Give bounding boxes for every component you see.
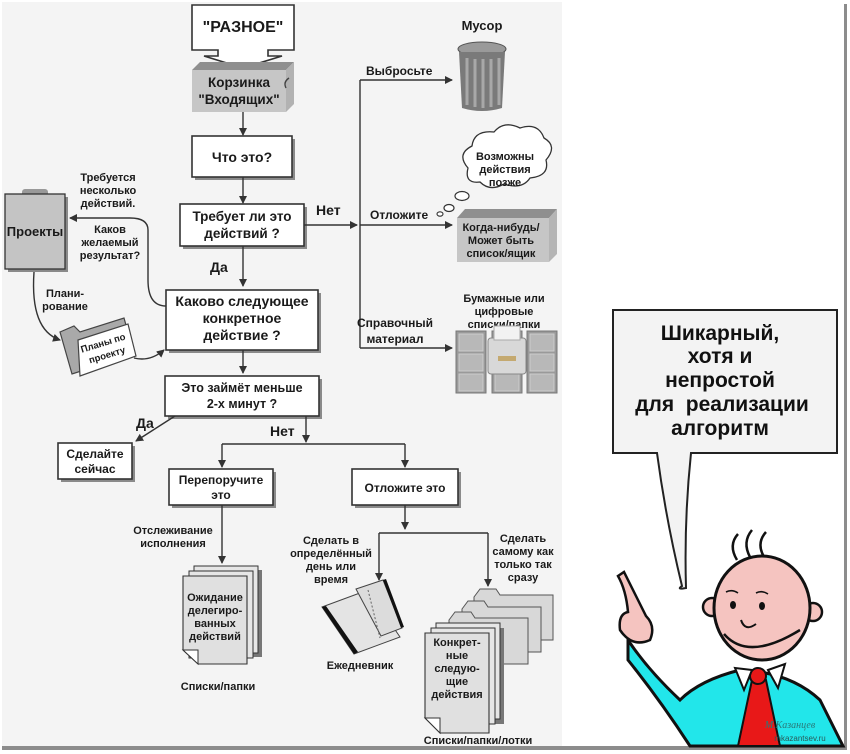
svg-text:Перепоручите: Перепоручите (179, 473, 264, 487)
svg-text:время: время (314, 574, 348, 586)
signature: М.Казанцев (764, 720, 816, 731)
svg-text:Отслеживание: Отслеживание (133, 525, 213, 537)
svg-text:действий.: действий. (81, 198, 136, 210)
svg-text:Бумажные или: Бумажные или (463, 293, 544, 305)
svg-text:хотя и: хотя и (688, 345, 753, 368)
svg-text:Конкрет-: Конкрет- (433, 637, 481, 649)
svg-text:Проекты: Проекты (7, 224, 63, 239)
svg-text:это: это (211, 488, 231, 502)
svg-text:действия: действия (431, 689, 482, 701)
svg-text:сейчас: сейчас (74, 462, 115, 476)
svg-text:Сделайте: Сделайте (66, 447, 124, 461)
svg-text:цифровые: цифровые (475, 306, 534, 318)
svg-text:2-х минут ?: 2-х минут ? (207, 397, 277, 411)
frame-shadow-bottom (2, 746, 844, 750)
svg-text:Может быть: Может быть (468, 235, 534, 247)
planner-caption: Ежедневник (327, 660, 394, 672)
svg-text:алгоритм: алгоритм (671, 417, 769, 440)
svg-text:Требуется: Требуется (80, 172, 135, 184)
two-minute-box: Это займёт меньше 2-х минут ? (164, 375, 322, 419)
svg-text:Когда-нибудь/: Когда-нибудь/ (462, 222, 539, 234)
svg-text:действий ?: действий ? (204, 226, 279, 241)
do-it-now-box: Сделайте сейчас (57, 442, 135, 482)
defer-box: Отложите это (351, 468, 461, 508)
waiting-caption: Списки/папки (181, 681, 255, 693)
svg-text:исполнения: исполнения (140, 538, 206, 550)
svg-text:Нет: Нет (270, 423, 295, 439)
svg-text:Шикарный,: Шикарный, (661, 322, 779, 345)
svg-text:действие ?: действие ? (203, 327, 280, 343)
trash-label: Мусор (462, 18, 503, 33)
svg-text:конкретное: конкретное (203, 310, 282, 326)
thought-cloud: Возможны действия позже (436, 124, 553, 217)
cartoon-man (616, 529, 846, 748)
svg-text:материал: материал (367, 332, 424, 346)
svg-text:списки/папки: списки/папки (468, 319, 541, 331)
svg-text:Да: Да (136, 415, 154, 431)
svg-text:Отложите это: Отложите это (365, 481, 446, 495)
svg-text:Каково следующее: Каково следующее (175, 293, 308, 309)
svg-text:определённый: определённый (290, 548, 372, 560)
svg-text:Корзинка: Корзинка (208, 75, 270, 90)
next-action-box: Каково следующее конкретное действие ? (165, 289, 321, 353)
svg-text:действия: действия (479, 164, 530, 176)
svg-text:Плани-: Плани- (46, 288, 84, 300)
waiting-for-documents: Ожидание делегиро- ванных действий (181, 565, 262, 666)
svg-text:делегиро-: делегиро- (188, 605, 243, 617)
delegate-box: Перепоручите это (168, 468, 276, 508)
svg-text:непростой: непростой (665, 369, 775, 392)
someday-maybe-tray: Когда-нибудь/ Может быть список/ящик (457, 209, 557, 262)
planner-icon (321, 579, 404, 655)
speech-bubble: Шикарный, хотя и непростой для реализаци… (612, 309, 838, 590)
svg-text:ванных: ванных (194, 618, 236, 630)
signature-site: mkazantsev.ru (774, 734, 825, 743)
svg-text:список/ящик: список/ящик (467, 248, 536, 260)
svg-text:желаемый: желаемый (80, 237, 138, 249)
svg-text:Требует ли это: Требует ли это (192, 209, 291, 224)
yes-label: Да (210, 259, 228, 275)
throw-away-label: Выбросьте (366, 64, 433, 78)
filing-cabinets-icon: Бумажные или цифровые списки/папки (455, 293, 558, 394)
postpone-label: Отложите (370, 208, 428, 222)
svg-text:Сделать: Сделать (500, 533, 547, 545)
inbox-tray: Корзинка "Входящих" (192, 62, 294, 112)
svg-text:щие: щие (446, 676, 468, 688)
frame-shadow-right (844, 4, 847, 750)
svg-text:несколько: несколько (80, 185, 137, 197)
svg-text:рование: рование (42, 301, 88, 313)
svg-text:Возможны: Возможны (476, 151, 534, 163)
svg-text:самому как: самому как (492, 546, 554, 558)
projects-folder: Проекты (4, 189, 68, 272)
svg-text:Это займёт меньше: Это займёт меньше (181, 381, 302, 395)
next-actions-caption: Списки/папки/лотки (424, 735, 532, 747)
svg-text:Что это?: Что это? (212, 149, 272, 165)
svg-text:Ожидание: Ожидание (187, 592, 243, 604)
svg-text:"Входящих": "Входящих" (198, 92, 279, 107)
svg-text:действий: действий (189, 631, 241, 643)
svg-text:следую-: следую- (434, 663, 480, 675)
svg-text:позже: позже (489, 177, 521, 189)
stuff-label: "РАЗНОЕ" (203, 19, 284, 36)
phone-icon (284, 77, 290, 89)
svg-text:результат?: результат? (80, 250, 141, 262)
svg-text:Сделать в: Сделать в (303, 535, 359, 547)
svg-text:только так: только так (494, 559, 552, 571)
svg-text:ные: ные (446, 650, 468, 662)
trash-icon: Мусор (457, 18, 507, 111)
what-is-it-box: Что это? (191, 135, 295, 180)
requires-action-box: Требует ли это действий ? (179, 203, 307, 249)
svg-text:сразу: сразу (508, 572, 539, 584)
svg-text:Справочный: Справочный (357, 316, 433, 330)
svg-text:Каков: Каков (94, 224, 126, 236)
project-plans-folder: Планы по проекту (59, 317, 137, 377)
next-actions-folders: Конкрет- ные следую- щие действия (423, 588, 554, 735)
hand (616, 570, 654, 644)
no-label: Нет (316, 202, 341, 218)
svg-text:день или: день или (306, 561, 356, 573)
svg-text:для реализации: для реализации (635, 393, 809, 416)
